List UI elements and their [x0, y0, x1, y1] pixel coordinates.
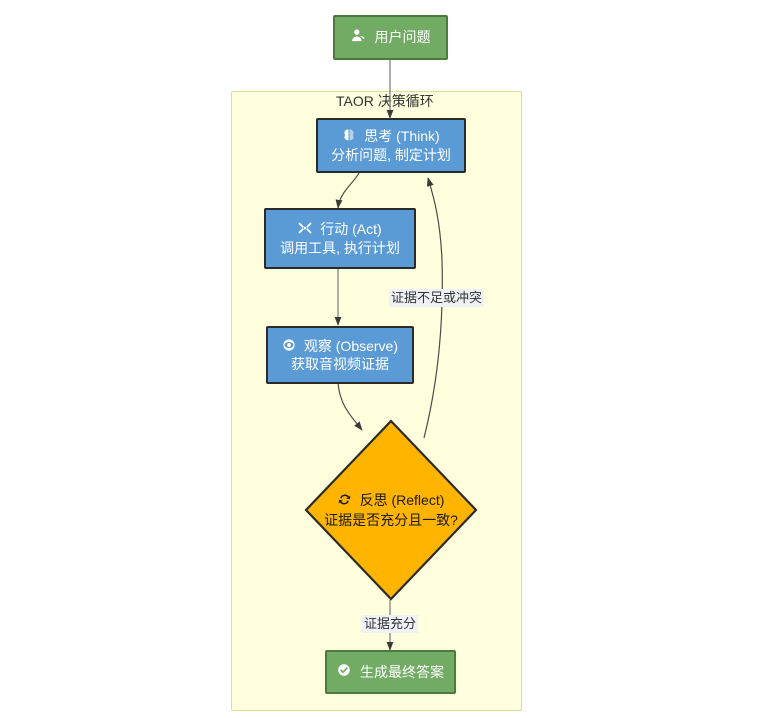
subgraph-taor-loop — [231, 91, 522, 711]
node-act-subtitle: 调用工具, 执行计划 — [280, 239, 400, 256]
node-observe-subtitle: 获取音视频证据 — [291, 356, 389, 372]
check-circle-icon — [337, 663, 351, 681]
eye-icon — [282, 338, 296, 352]
edge-observe-to-reflect — [337, 382, 363, 431]
node-think-line1-row: 思考 (Think) — [342, 127, 440, 145]
brain-icon — [342, 128, 356, 142]
node-act-line1-row: 行动 (Act) — [298, 220, 382, 238]
edge-think-to-act — [335, 172, 360, 209]
node-think[interactable]: 思考 (Think) 分析问题, 制定计划 — [316, 118, 466, 173]
edge-label-sufficient: 证据充分 — [362, 615, 419, 634]
node-user-question-content: 用户问题 — [351, 28, 431, 47]
node-observe[interactable]: 观察 (Observe) 获取音视频证据 — [266, 326, 414, 384]
node-observe-title: 观察 (Observe) — [303, 337, 398, 354]
node-final-answer-label: 生成最终答案 — [360, 663, 444, 680]
user-icon — [351, 28, 366, 47]
node-think-subtitle: 分析问题, 制定计划 — [331, 146, 451, 163]
node-observe-line1-row: 观察 (Observe) — [282, 337, 398, 355]
node-final-answer[interactable]: 生成最终答案 — [325, 650, 456, 694]
edge-reflect-to-think — [423, 177, 443, 439]
edge-label-insufficient: 证据不足或冲突 — [389, 289, 485, 308]
node-user-question-label: 用户问题 — [374, 29, 431, 46]
node-think-title: 思考 (Think) — [364, 128, 440, 145]
node-user-question[interactable]: 用户问题 — [333, 15, 448, 60]
tools-icon — [298, 221, 312, 235]
reflect-diamond-shape — [304, 419, 478, 601]
node-act-title: 行动 (Act) — [320, 221, 382, 238]
node-reflect[interactable]: 反思 (Reflect) 证据是否充分且一致? — [304, 419, 478, 601]
subgraph-title: TAOR 决策循环 — [336, 93, 434, 109]
node-final-answer-content: 生成最终答案 — [337, 663, 444, 681]
node-act[interactable]: 行动 (Act) 调用工具, 执行计划 — [264, 208, 416, 269]
